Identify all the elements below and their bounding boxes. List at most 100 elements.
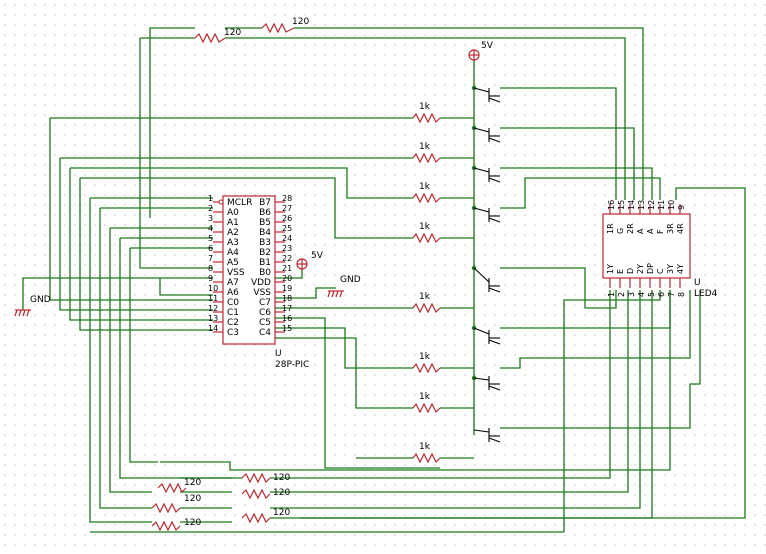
led-pin-number: 14	[627, 200, 636, 210]
pic-pin-number: 15	[282, 324, 292, 333]
led-pin-name: 3Y	[666, 264, 675, 274]
led-pin-name: 2R	[626, 223, 635, 234]
led-pin-name: D	[626, 268, 635, 274]
pic-pin-number: 9	[208, 274, 213, 283]
resistor-1k-1	[412, 112, 474, 124]
led-pin-number: 2	[617, 292, 626, 297]
pic-pin-name: B5	[259, 218, 271, 228]
pic-pin-number: 1	[208, 194, 213, 203]
pic-pin-number: 8	[208, 264, 213, 273]
pic-pin-name: C3	[227, 328, 239, 338]
transistor-q4	[473, 207, 501, 223]
led-pin-number: 1	[607, 292, 616, 297]
led-pin-name: E	[616, 269, 625, 274]
pic-pin-number: 4	[208, 224, 213, 233]
ground-left: GND	[14, 295, 51, 317]
svg-text:120: 120	[292, 17, 309, 27]
resistor-1k-5	[412, 302, 474, 314]
led-pin-number: 12	[647, 200, 656, 210]
led-pin-number: 4	[637, 292, 646, 297]
pic-pin-name: C4	[259, 328, 271, 338]
pic-pin-number: 2	[208, 204, 213, 213]
led-pin-name: A	[646, 228, 655, 234]
resistor-1k-2	[412, 152, 474, 164]
resistor-120-b5	[241, 512, 271, 524]
resistors	[151, 22, 474, 532]
transistors	[473, 87, 501, 443]
pic-pin-name: A4	[227, 248, 239, 258]
resistor-1k-3	[412, 192, 474, 204]
led-pin-number: 15	[617, 200, 626, 210]
pic-pin-name: B1	[259, 258, 271, 268]
ic-led-name: LED4	[694, 289, 718, 299]
label-gnd-pic: GND	[340, 275, 361, 285]
svg-text:120: 120	[184, 494, 201, 504]
transistor-q2	[473, 127, 501, 143]
resistor-labels: 1k 1k 1k 1k 1k 1k 1k 1k 120 120 120 120 …	[184, 17, 431, 528]
pic-pin-name: A0	[227, 208, 239, 218]
pic-pin-number: 6	[208, 244, 213, 253]
pic-pin-number: 25	[282, 224, 292, 233]
svg-text:120: 120	[273, 488, 290, 498]
led-pin-number: 16	[607, 200, 616, 210]
led-pin-name: 1R	[606, 223, 615, 234]
resistor-1k-6	[412, 362, 474, 374]
svg-text:1k: 1k	[419, 102, 431, 112]
pic-pin-name: C6	[259, 308, 271, 318]
led-pin-name: 4Y	[676, 264, 685, 274]
resistor-120-b2	[241, 472, 271, 484]
resistor-120-b3	[241, 488, 271, 500]
led-pin-name: C	[656, 268, 665, 274]
power-5v-top: 5V	[468, 41, 494, 61]
transistor-q8	[473, 428, 501, 443]
pic-pin-name: C0	[227, 298, 239, 308]
resistor-120-top-1	[194, 32, 226, 44]
pic-pin-number: 18	[282, 294, 292, 303]
pic-pin-name: C5	[259, 318, 271, 328]
led-pin-name: F	[656, 229, 665, 234]
ic-led4: 161R15G142R13A12A11F103R94R11Y2E3D42Y5DP…	[602, 200, 718, 299]
pic-pin-number: 17	[282, 304, 292, 313]
transistor-q6	[473, 327, 501, 345]
pic-pin-number: 16	[282, 314, 292, 323]
pic-pin-name: B2	[259, 248, 271, 258]
led-pin-name: 1Y	[606, 264, 615, 274]
pic-pin-number: 22	[282, 254, 292, 263]
transistor-q3	[473, 167, 501, 183]
svg-text:120: 120	[273, 473, 290, 483]
pic-pin-number: 12	[208, 304, 218, 313]
pic-pin-name: A6	[227, 288, 239, 298]
svg-text:120: 120	[224, 28, 241, 38]
svg-text:1k: 1k	[419, 292, 431, 302]
pic-pin-name: B6	[259, 208, 271, 218]
pic-pin-number: 3	[208, 214, 213, 223]
led-pin-number: 6	[657, 292, 666, 297]
pic-pin-name: A2	[227, 228, 239, 238]
resistor-1k-7	[412, 402, 474, 414]
svg-text:1k: 1k	[419, 352, 431, 362]
ic-led-body	[602, 213, 691, 279]
led-pin-name: G	[616, 228, 625, 234]
pic-pin-name: A7	[227, 278, 239, 288]
led-pin-name: 2Y	[636, 264, 645, 274]
pic-pin-name: C1	[227, 308, 239, 318]
led-pin-number: 5	[647, 292, 656, 297]
pic-pin-number: 28	[282, 194, 292, 203]
transistor-q1	[473, 87, 501, 103]
resistor-120-b6	[151, 520, 181, 532]
pic-pin-name: A1	[227, 218, 239, 228]
pic-pin-name: C2	[227, 318, 239, 328]
led-pin-number: 7	[667, 292, 676, 297]
pic-pin-number: 20	[282, 274, 292, 283]
ic-pic-ref: U	[275, 349, 282, 359]
pic-pin-name: C7	[259, 298, 271, 308]
pic-pin-number: 21	[282, 264, 292, 273]
svg-text:1k: 1k	[419, 222, 431, 232]
led-pin-name: 4R	[676, 223, 685, 234]
mclr-bubble	[218, 199, 224, 205]
pic-pin-name: B0	[259, 268, 271, 278]
resistor-120-top-2	[261, 22, 295, 34]
pic-pin-number: 7	[208, 254, 213, 263]
label-5v-top: 5V	[481, 41, 494, 51]
